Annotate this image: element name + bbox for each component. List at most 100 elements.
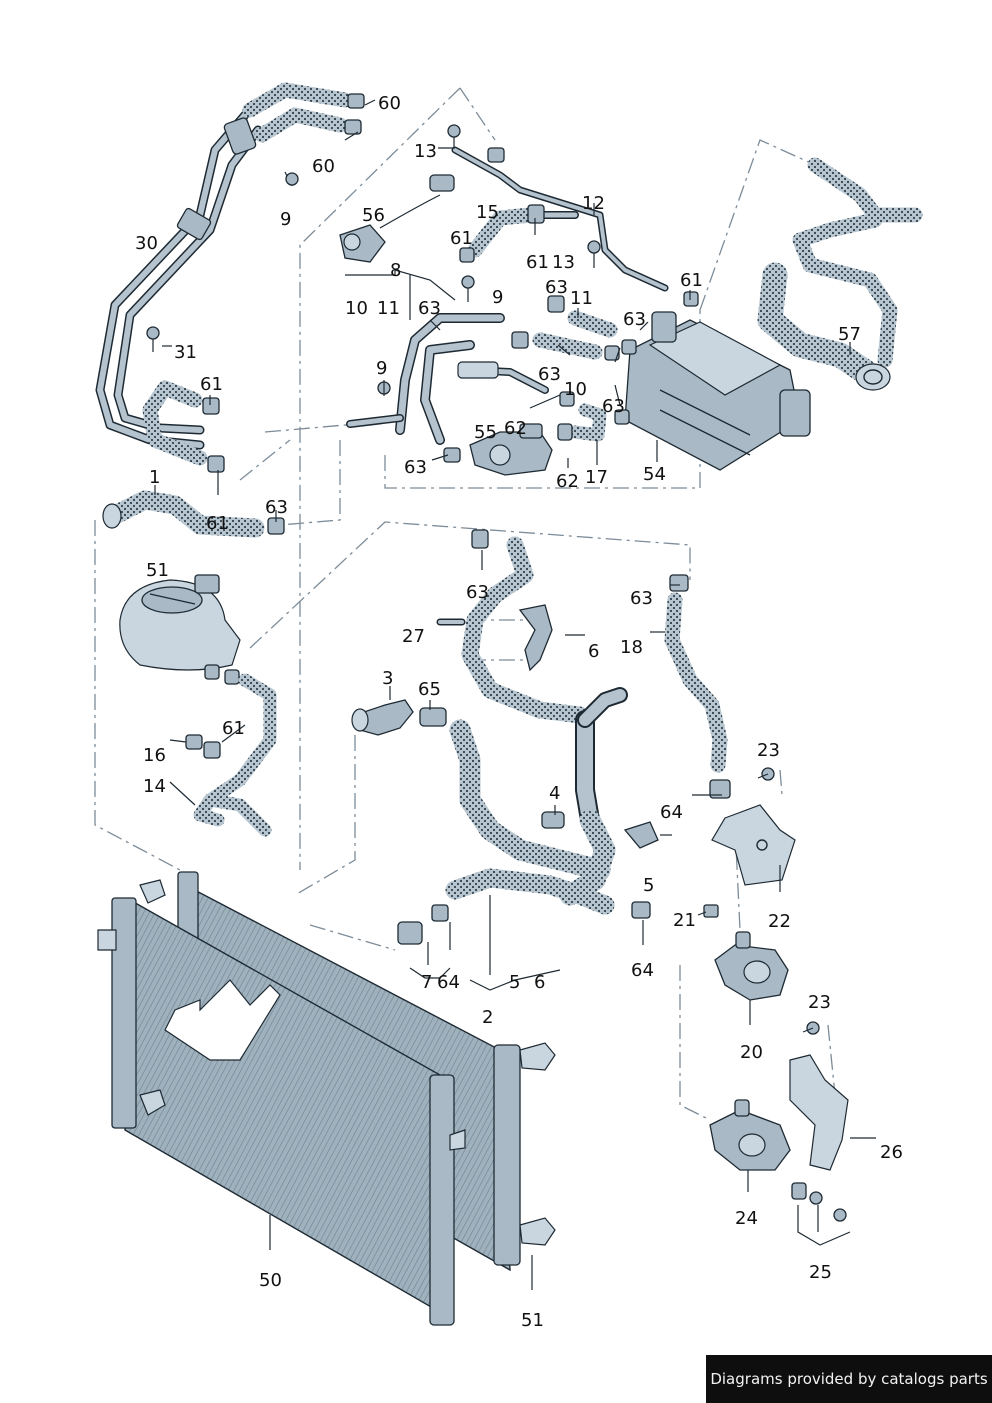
hose-17	[557, 391, 607, 442]
label-50: 50	[259, 1270, 282, 1291]
label-7: 7	[421, 972, 432, 993]
credit-banner: Diagrams provided by catalogs parts	[706, 1355, 992, 1403]
label-63i: 63	[630, 588, 653, 609]
label-20: 20	[740, 1042, 763, 1063]
temperature-sensor-56	[339, 174, 455, 263]
bracket-22	[711, 804, 796, 886]
label-51a: 51	[146, 560, 169, 581]
label-18: 18	[620, 637, 643, 658]
label-26: 26	[880, 1142, 903, 1163]
hose-11-upper	[547, 295, 618, 338]
leader-lines	[154, 99, 876, 1290]
hose-57	[757, 157, 923, 391]
label-4: 4	[549, 783, 560, 804]
label-57: 57	[838, 324, 861, 345]
label-63d: 63	[538, 364, 561, 385]
label-64b: 64	[437, 972, 460, 993]
label-1: 1	[149, 467, 160, 488]
hose-18	[664, 574, 731, 799]
clamp-64-lower	[631, 901, 651, 919]
connector-3	[351, 699, 414, 736]
thermostat-housing-55	[443, 423, 553, 476]
part-number-labels: 60 60 9 30 13 12 15 56 61 61 13 61 8 9 6…	[135, 93, 903, 1331]
label-63g: 63	[265, 497, 288, 518]
label-15: 15	[476, 202, 499, 223]
screw-31	[146, 326, 160, 352]
label-14: 14	[143, 776, 166, 797]
label-25: 25	[809, 1262, 832, 1283]
clamp-4	[541, 811, 565, 829]
label-62a: 62	[504, 418, 527, 439]
label-62b: 62	[556, 471, 579, 492]
label-9b: 9	[492, 287, 503, 308]
label-11a: 11	[377, 298, 400, 319]
screw-9-mid	[461, 275, 475, 302]
label-63b: 63	[545, 277, 568, 298]
label-5a: 5	[643, 875, 654, 896]
label-63c: 63	[623, 309, 646, 330]
screw-9-top	[284, 171, 299, 187]
radiator-50	[97, 879, 466, 1326]
label-51b: 51	[521, 1310, 544, 1331]
label-12: 12	[582, 193, 605, 214]
label-61e: 61	[206, 513, 229, 534]
label-55: 55	[474, 422, 497, 443]
screw-23-upper	[757, 767, 775, 781]
label-11b: 11	[570, 288, 593, 309]
label-63f: 63	[404, 457, 427, 478]
junction-pipe-5	[575, 687, 628, 830]
label-60a: 60	[378, 93, 401, 114]
hose-6-upper	[461, 529, 589, 724]
label-6a: 6	[588, 641, 599, 662]
label-61d: 61	[200, 374, 223, 395]
label-21: 21	[673, 910, 696, 931]
label-13a: 13	[414, 141, 437, 162]
credit-text: Diagrams provided by catalogs parts	[710, 1370, 988, 1388]
label-5b: 5	[509, 972, 520, 993]
label-64c: 64	[631, 960, 654, 981]
label-63h: 63	[466, 582, 489, 603]
label-61a: 61	[450, 228, 473, 249]
label-61f: 61	[222, 718, 245, 739]
hose-14	[193, 673, 277, 837]
hose-60-upper	[242, 82, 365, 143]
label-61b: 61	[526, 252, 549, 273]
screw-9-left	[377, 380, 391, 396]
pump-20	[714, 931, 789, 1001]
hose-1	[102, 490, 285, 538]
screw-13-mid	[587, 240, 601, 268]
hose-10-upper	[511, 331, 620, 361]
label-56: 56	[362, 205, 385, 226]
label-3: 3	[382, 668, 393, 689]
label-10a: 10	[345, 298, 368, 319]
hose-5-lower	[445, 868, 615, 915]
hose-15	[459, 204, 579, 263]
label-24: 24	[735, 1208, 758, 1229]
label-23b: 23	[808, 992, 831, 1013]
label-17: 17	[585, 467, 608, 488]
label-60b: 60	[312, 156, 335, 177]
clip-16	[185, 734, 221, 759]
expansion-tank-51	[119, 574, 241, 685]
screw-23-lower	[802, 1021, 820, 1035]
label-30: 30	[135, 233, 158, 254]
label-23a: 23	[757, 740, 780, 761]
label-54: 54	[643, 464, 666, 485]
connector-7	[397, 904, 449, 945]
pipe-assembly-10-11	[346, 313, 549, 445]
screw-13-top	[447, 124, 461, 152]
label-31: 31	[174, 342, 197, 363]
label-64a: 64	[660, 802, 683, 823]
label-22: 22	[768, 911, 791, 932]
pump-24	[709, 1099, 791, 1171]
pipe-12	[451, 146, 669, 292]
label-2: 2	[482, 1007, 493, 1028]
label-16: 16	[143, 745, 166, 766]
label-8: 8	[390, 260, 401, 281]
label-9c: 9	[376, 358, 387, 379]
bracket-6	[518, 604, 553, 672]
label-63a: 63	[418, 298, 441, 319]
label-27: 27	[402, 626, 425, 647]
label-61c: 61	[680, 270, 703, 291]
